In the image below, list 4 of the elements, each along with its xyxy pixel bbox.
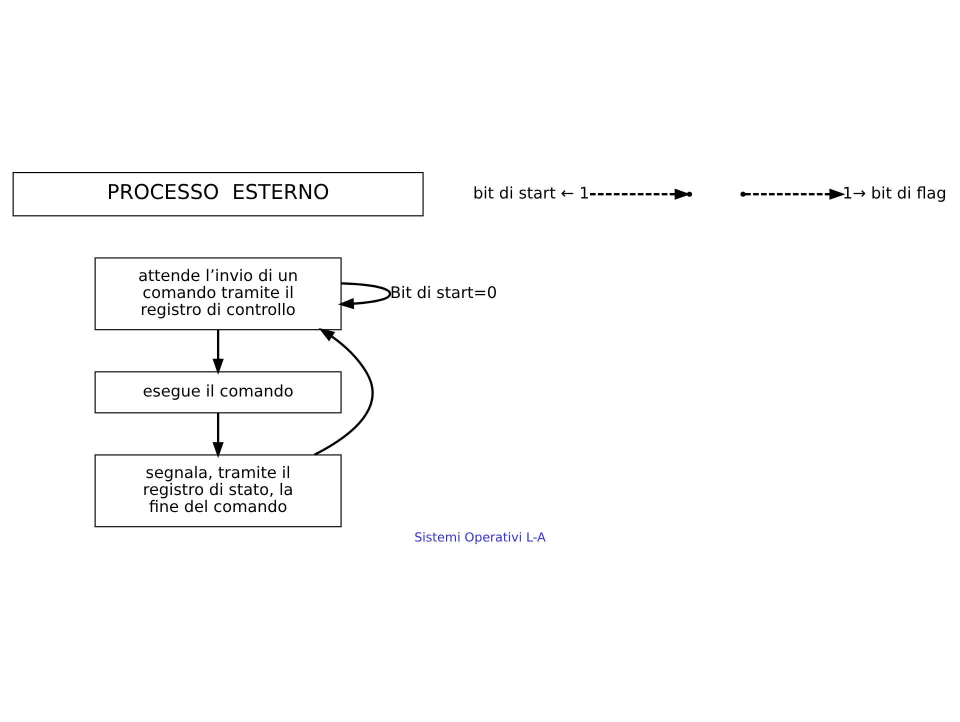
node-text: bit di start ← 1 [473, 183, 590, 202]
caption: Sistemi Operativi L-A [414, 529, 546, 544]
edge-label: Bit di start=0 [390, 283, 498, 302]
node-text: 1→ bit di flag [842, 183, 946, 202]
